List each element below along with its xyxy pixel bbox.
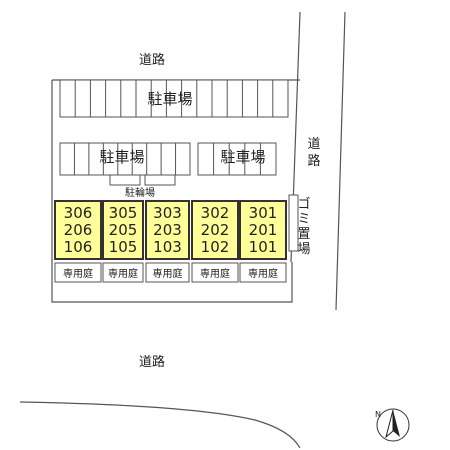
room-number: 101 bbox=[249, 238, 278, 256]
private-garden: 専用庭 bbox=[191, 262, 239, 283]
garden-outline bbox=[54, 262, 102, 283]
apartment-building: 3062061063052051053032031033022021023012… bbox=[54, 200, 287, 260]
garden-outline bbox=[102, 262, 144, 283]
room-number: 206 bbox=[64, 221, 93, 239]
private-gardens: 専用庭 専用庭 専用庭 専用庭 専用庭 bbox=[54, 262, 287, 283]
room-number: 203 bbox=[153, 221, 182, 239]
room-number: 202 bbox=[201, 221, 230, 239]
parking-right-outline bbox=[197, 142, 277, 176]
room-number: 306 bbox=[64, 204, 93, 222]
garden-label: 専用庭 bbox=[108, 267, 138, 280]
north-letter: N bbox=[375, 410, 381, 419]
room-number: 305 bbox=[109, 204, 138, 222]
unit-outline bbox=[102, 200, 144, 260]
garden-outline bbox=[145, 262, 190, 283]
north-arrow-icon: N bbox=[375, 408, 410, 442]
private-garden: 専用庭 bbox=[145, 262, 190, 283]
garden-label: 専用庭 bbox=[200, 267, 230, 280]
room-number: 103 bbox=[153, 238, 182, 256]
room-number: 106 bbox=[64, 238, 93, 256]
parking-top-outline bbox=[59, 79, 289, 118]
garden-outline bbox=[239, 262, 287, 283]
room-number: 105 bbox=[109, 238, 138, 256]
garbage-label: ゴミ置場 bbox=[297, 196, 310, 257]
room-number: 302 bbox=[201, 204, 230, 222]
parking-left-outline bbox=[59, 142, 191, 176]
room-number: 205 bbox=[109, 221, 138, 239]
garden-label: 専用庭 bbox=[63, 267, 93, 280]
garden-label: 専用庭 bbox=[248, 267, 278, 280]
bicycle-parking-label: 駐輪場 bbox=[125, 186, 155, 199]
road-bottom-label: 道路 bbox=[139, 354, 165, 370]
bicycle-parking bbox=[109, 174, 176, 186]
private-garden: 専用庭 bbox=[239, 262, 287, 283]
parking-left-label: 駐車場 bbox=[99, 148, 144, 166]
road-right-label: 道路 bbox=[307, 137, 320, 169]
unit-outline bbox=[145, 200, 190, 260]
unit-outline bbox=[239, 200, 287, 260]
garden-label: 専用庭 bbox=[153, 267, 183, 280]
parking-top-row bbox=[59, 79, 289, 118]
parking-left-row bbox=[59, 142, 191, 176]
garden-outline bbox=[191, 262, 239, 283]
parking-right-label: 駐車場 bbox=[220, 148, 265, 166]
room-number: 301 bbox=[249, 204, 278, 222]
private-garden: 専用庭 bbox=[102, 262, 144, 283]
private-garden: 専用庭 bbox=[54, 262, 102, 283]
room-number: 201 bbox=[249, 221, 278, 239]
unit-outline bbox=[54, 200, 102, 260]
room-number: 303 bbox=[153, 204, 182, 222]
unit-outline bbox=[191, 200, 239, 260]
parking-right-row bbox=[197, 142, 277, 176]
room-number: 102 bbox=[201, 238, 230, 256]
road-top-label: 道路 bbox=[139, 52, 165, 68]
parking-top-label: 駐車場 bbox=[147, 90, 192, 108]
garbage-area bbox=[288, 194, 299, 252]
